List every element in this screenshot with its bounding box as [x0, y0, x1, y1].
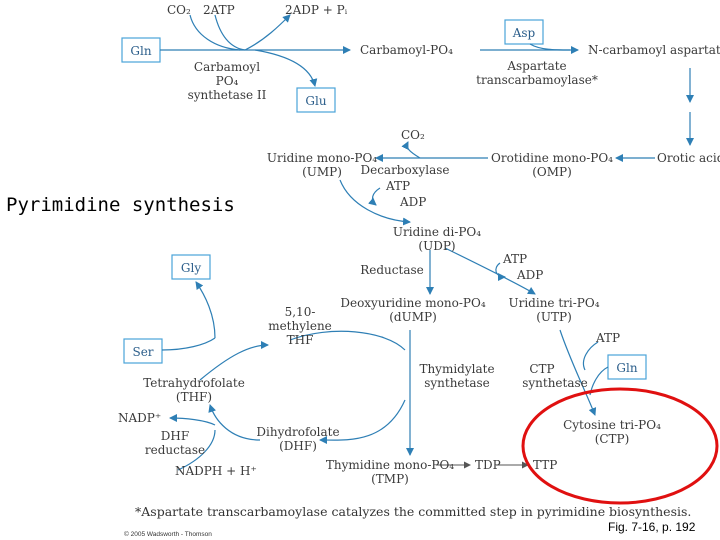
tmp-label-2: (TMP)	[371, 472, 409, 486]
ts-label-2: synthetase	[424, 376, 490, 390]
udp-label-1: Uridine di-PO₄	[393, 225, 481, 239]
ctps-label-1: CTP	[529, 362, 554, 376]
mthf-label-2: methylene	[268, 319, 332, 333]
ser-box: Ser	[123, 338, 163, 364]
slide-title: Pyrimidine synthesis	[6, 194, 235, 216]
ctp-label-1: Cytosine tri-PO₄	[563, 418, 661, 432]
dump-label-2: (dUMP)	[389, 310, 437, 324]
mthf-label-1: 5,10-	[285, 305, 316, 319]
tdp-label: TDP	[475, 458, 501, 472]
mthf-label-3: THF	[287, 333, 314, 347]
thf-label-2: (THF)	[176, 390, 212, 404]
dhfr-label-2: reductase	[145, 443, 205, 457]
omp-label-1: Orotidine mono-PO₄	[491, 151, 613, 165]
cps-label-2: PO₄	[216, 74, 239, 88]
atp2-label: 2ATP	[203, 3, 235, 17]
orotic-acid-label: Orotic acid	[657, 151, 720, 165]
gln-ctp-box: Gln	[607, 354, 647, 380]
ctp-label-2: (CTP)	[595, 432, 630, 446]
thf-label-1: Tetrahydrofolate	[143, 376, 245, 390]
atp-a-label: ATP	[385, 179, 410, 193]
asp-box: Asp	[504, 19, 544, 45]
co2-mid-label: CO₂	[401, 128, 425, 142]
dhf-label-2: (DHF)	[279, 439, 317, 453]
omp-label-2: (OMP)	[532, 165, 572, 179]
svg-text:Gly: Gly	[181, 261, 201, 275]
atc-label-1: Aspartate	[506, 59, 566, 73]
carbamoyl-po4-label: Carbamoyl-PO₄	[360, 43, 453, 57]
svg-text:Gln: Gln	[130, 44, 151, 58]
copyright: © 2005 Wadsworth - Thomson	[124, 530, 212, 538]
atp-b-label: ATP	[502, 252, 527, 266]
svg-text:Gln: Gln	[616, 361, 637, 375]
nadp-label: NADP⁺	[118, 411, 161, 425]
pathway-labels: CO₂ 2ATP 2ADP + Pᵢ Carbamoyl-PO₄ Carbamo…	[118, 3, 720, 486]
nadph-label: NADPH + H⁺	[175, 464, 257, 478]
decarboxylase-label: Decarboxylase	[360, 163, 449, 177]
gln-top-box: Gln	[121, 37, 161, 63]
dump-label-1: Deoxyuridine mono-PO₄	[340, 296, 485, 310]
svg-text:Ser: Ser	[132, 345, 153, 359]
footnote: *Aspartate transcarbamoylase catalyzes t…	[135, 504, 691, 519]
ncarbamoyl-aspartate-label: N-carbamoyl aspartate	[588, 43, 720, 57]
ttp-label: TTP	[533, 458, 557, 472]
utp-label-1: Uridine tri-PO₄	[508, 296, 599, 310]
udp-label-2: (UDP)	[418, 239, 455, 253]
title-backdrop	[0, 188, 240, 220]
dhf-label-1: Dihydrofolate	[256, 425, 339, 439]
cps-label-1: Carbamoyl	[194, 60, 260, 74]
atc-label-2: transcarbamoylase*	[476, 73, 598, 87]
svg-text:Glu: Glu	[305, 94, 326, 108]
svg-text:Asp: Asp	[512, 26, 536, 40]
ump-label-2: (UMP)	[302, 165, 342, 179]
ts-label-1: Thymidylate	[419, 362, 494, 376]
ctps-label-2: synthetase	[522, 376, 588, 390]
ctp-highlight-ellipse	[521, 387, 719, 505]
adp-b-label: ADP	[516, 268, 543, 282]
adp-a-label: ADP	[399, 195, 426, 209]
utp-label-2: (UTP)	[536, 310, 572, 324]
reductase-label: Reductase	[360, 263, 424, 277]
ump-label-1: Uridine mono-PO₄	[267, 151, 377, 165]
co2-label: CO₂	[167, 3, 191, 17]
cps-label-3: synthetase II	[188, 88, 267, 102]
dhfr-label-1: DHF	[161, 429, 189, 443]
glu-box: Glu	[296, 87, 336, 113]
gly-box: Gly	[171, 254, 211, 280]
atp-c-label: ATP	[595, 331, 620, 345]
tmp-label-1: Thymidine mono-PO₄	[326, 458, 454, 472]
adp2-pi-label: 2ADP + Pᵢ	[285, 3, 348, 17]
figure-reference: Fig. 7-16, p. 192	[608, 520, 696, 534]
